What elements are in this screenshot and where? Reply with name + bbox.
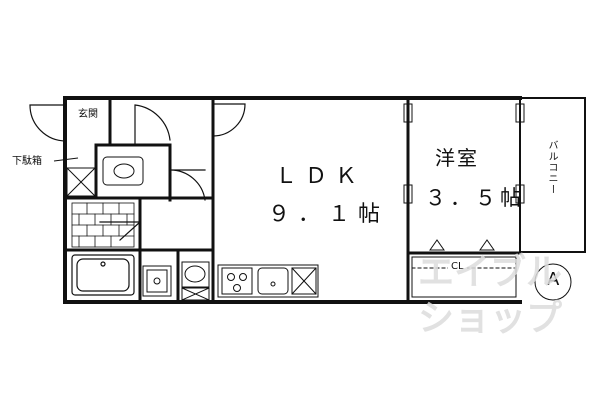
shoe-box-label: 下駄箱 [12, 156, 42, 167]
western-room-name: 洋室 [435, 146, 479, 170]
washing-machine-pan [142, 265, 172, 297]
balcony-outline [519, 97, 586, 253]
ldk-room-name: ＬＤＫ [275, 164, 366, 189]
watermark: エイブル ショップ [418, 250, 598, 350]
washroom-floor-tiles [71, 202, 135, 248]
doors [29, 103, 246, 241]
kitchen-counter [217, 264, 319, 298]
outer-walls [63, 96, 522, 304]
bathtub [71, 254, 135, 296]
toilet [102, 156, 144, 186]
compass-north-mark: A [547, 269, 560, 290]
western-room-size: ３．５帖 [425, 186, 525, 210]
closet-label: CL [448, 262, 467, 272]
watermark-line-1: エイブル [418, 252, 563, 293]
closet [411, 239, 517, 298]
shoe-box [66, 167, 96, 197]
wash-basin [181, 261, 210, 301]
entrance-label: 玄関 [78, 109, 98, 120]
balcony-label: バルコニー [546, 140, 557, 195]
ldk-room-size: ９．１帖 [268, 202, 389, 227]
watermark-line-2: ショップ [418, 298, 563, 339]
interior-walls [63, 96, 522, 304]
windows [403, 103, 525, 204]
compass-icon [534, 263, 572, 301]
